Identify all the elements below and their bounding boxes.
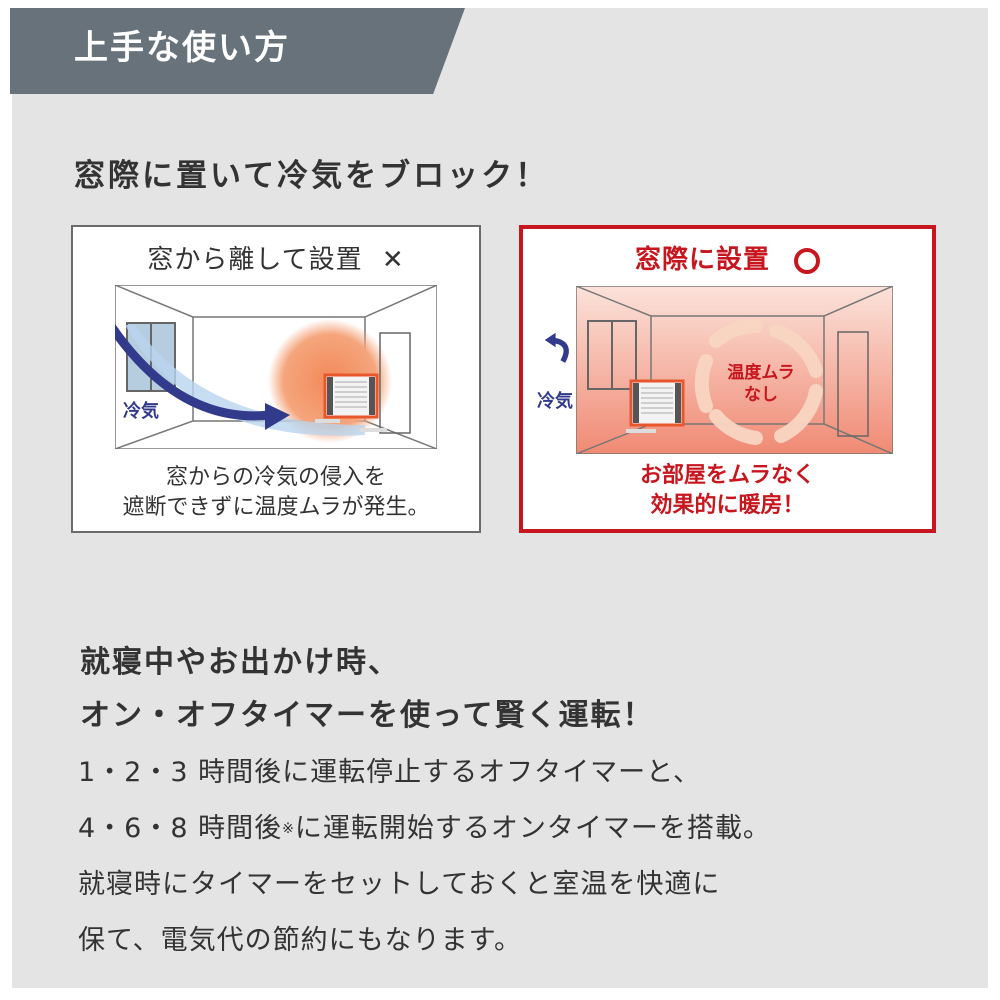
room-illustration-window-near: 温度ムラ なし — [576, 286, 893, 454]
footnote-mark: ※ — [282, 821, 295, 837]
cold-air-label: 冷気 — [123, 401, 159, 422]
bad-card-title: 窓から離して設置 ✕ — [147, 245, 405, 275]
section1-heading: 窓際に置いて冷気をブロック！ — [74, 158, 550, 194]
circulation-arrows-icon — [694, 319, 823, 445]
good-card-caption: お部屋をムラなく 効果的に暖房！ — [640, 463, 815, 518]
bad-placement-card: 窓から離して設置 ✕ 冷気 窓からの冷気の侵入を 遮断でき — [71, 225, 481, 533]
page-title: 上手な使い方 — [74, 28, 290, 68]
good-placement-card: 窓際に設置 温度ムラ なし — [519, 225, 936, 533]
heater-icon — [315, 373, 387, 432]
cross-mark-icon: ✕ — [381, 245, 405, 275]
circle-mark-icon — [794, 248, 821, 274]
bad-card-caption: 窓からの冷気の侵入を 遮断できずに温度ムラが発生。 — [122, 465, 430, 520]
circulation-text-2: なし — [744, 385, 778, 405]
heater-icon — [626, 379, 685, 433]
circulation-text-1: 温度ムラ — [727, 362, 794, 383]
section2-heading: 就寝中やお出かけ時、 オン・オフタイマーを使って賢く運転！ — [80, 645, 655, 733]
section-banner — [10, 8, 465, 94]
cold-air-label: 冷気 — [537, 391, 573, 412]
good-card-title: 窓際に設置 — [523, 239, 932, 276]
section2-body: 1・2・3 時間後に運転停止するオフタイマーと、 4・6・8 時間後※に運転開始… — [78, 757, 771, 956]
room-illustration-window-far — [115, 285, 437, 449]
cold-air-curved-arrow-icon — [544, 332, 569, 363]
